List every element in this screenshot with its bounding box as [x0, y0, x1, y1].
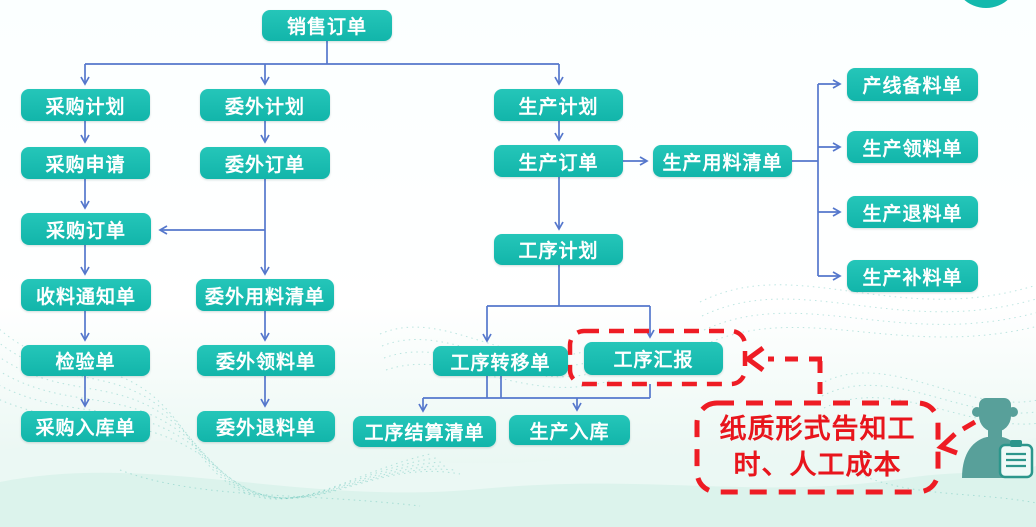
annotation-dashed-box — [694, 400, 941, 495]
node-production-plan: 生产计划 — [494, 89, 623, 121]
node-production-order: 生产订单 — [494, 145, 623, 177]
node-purchase-order: 采购订单 — [21, 213, 151, 245]
node-outsource-picking: 委外领料单 — [197, 345, 335, 376]
node-outsource-return: 委外退料单 — [197, 411, 335, 442]
node-process-transfer: 工序转移单 — [433, 346, 568, 376]
node-outsource-plan: 委外计划 — [200, 89, 330, 121]
node-process-plan: 工序计划 — [494, 234, 623, 265]
notepad-icon — [998, 440, 1034, 479]
node-receipt-notice: 收料通知单 — [21, 279, 151, 311]
node-purchase-plan: 采购计划 — [21, 89, 150, 121]
node-process-report: 工序汇报 — [584, 342, 723, 375]
annotation-line-2: 时、人工成本 — [733, 449, 902, 481]
node-line-prep: 产线备料单 — [847, 68, 978, 101]
node-production-inbound: 生产入库 — [509, 415, 630, 445]
node-production-picking: 生产领料单 — [847, 131, 978, 163]
highlight-dashed-box — [567, 328, 748, 387]
node-purchase-inbound: 采购入库单 — [21, 411, 150, 442]
node-production-material-list: 生产用料清单 — [653, 145, 792, 177]
worker-arrowhead — [936, 432, 958, 456]
node-production-return: 生产退料单 — [847, 196, 978, 228]
node-production-refill: 生产补料单 — [847, 260, 978, 292]
worker-icon — [962, 398, 1034, 479]
node-purchase-request: 采购申请 — [21, 147, 150, 179]
node-sales-order: 销售订单 — [262, 10, 392, 41]
annotation-text: 纸质形式告知工 时、人工成本 — [697, 403, 938, 492]
node-outsource-order: 委外订单 — [200, 147, 330, 179]
node-process-settlement: 工序结算清单 — [353, 416, 496, 447]
node-outsource-material-list: 委外用料清单 — [196, 279, 334, 311]
node-inspection: 检验单 — [21, 345, 150, 376]
annotation-line-1: 纸质形式告知工 — [719, 414, 916, 446]
decorative-circle — [953, 0, 1019, 8]
highlight-arrowhead — [743, 345, 765, 373]
